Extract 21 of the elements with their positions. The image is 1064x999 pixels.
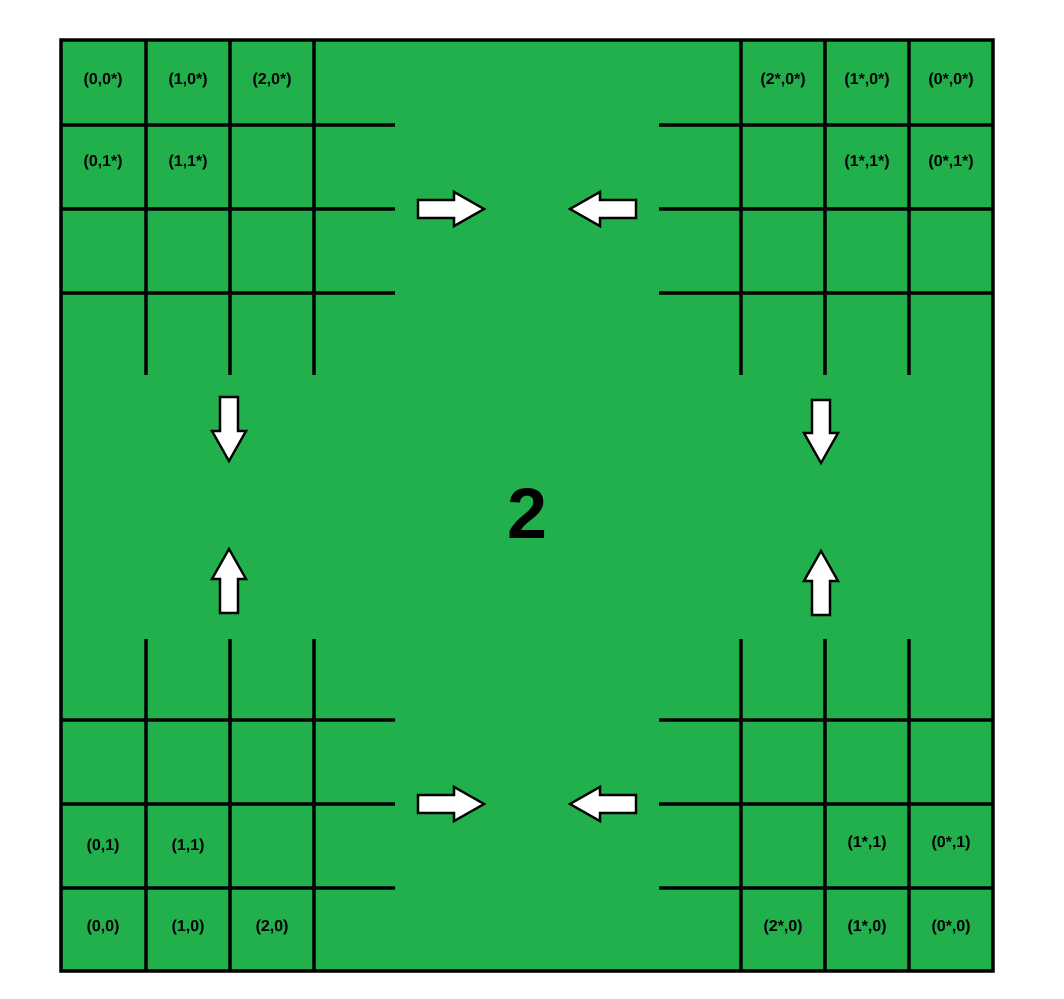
cell-label: (0,1*) <box>84 154 122 170</box>
cell-label: (0*,1) <box>932 835 970 851</box>
center-number: 2 <box>509 487 545 539</box>
cell-label: (0,0*) <box>84 72 122 88</box>
cell-label: (2*,0*) <box>761 72 805 88</box>
cell-label: (1,1*) <box>169 154 207 170</box>
cell-label: (0,0) <box>87 919 119 935</box>
cell-label: (1,1) <box>172 838 204 854</box>
cell-label: (2,0*) <box>253 72 291 88</box>
cell-label: (2,0) <box>256 919 288 935</box>
cell-label: (1*,0) <box>848 919 886 935</box>
cell-label: (0,1) <box>87 838 119 854</box>
cell-label: (0*,0*) <box>929 72 973 88</box>
cell-label: (2*,0) <box>764 919 802 935</box>
cell-label: (1*,1) <box>848 835 886 851</box>
cell-label: (1*,1*) <box>845 154 889 170</box>
cell-label: (1,0*) <box>169 72 207 88</box>
cell-label: (1,0) <box>172 919 204 935</box>
cell-label: (0*,0) <box>932 919 970 935</box>
cell-label: (1*,0*) <box>845 72 889 88</box>
cell-label: (0*,1*) <box>929 154 973 170</box>
